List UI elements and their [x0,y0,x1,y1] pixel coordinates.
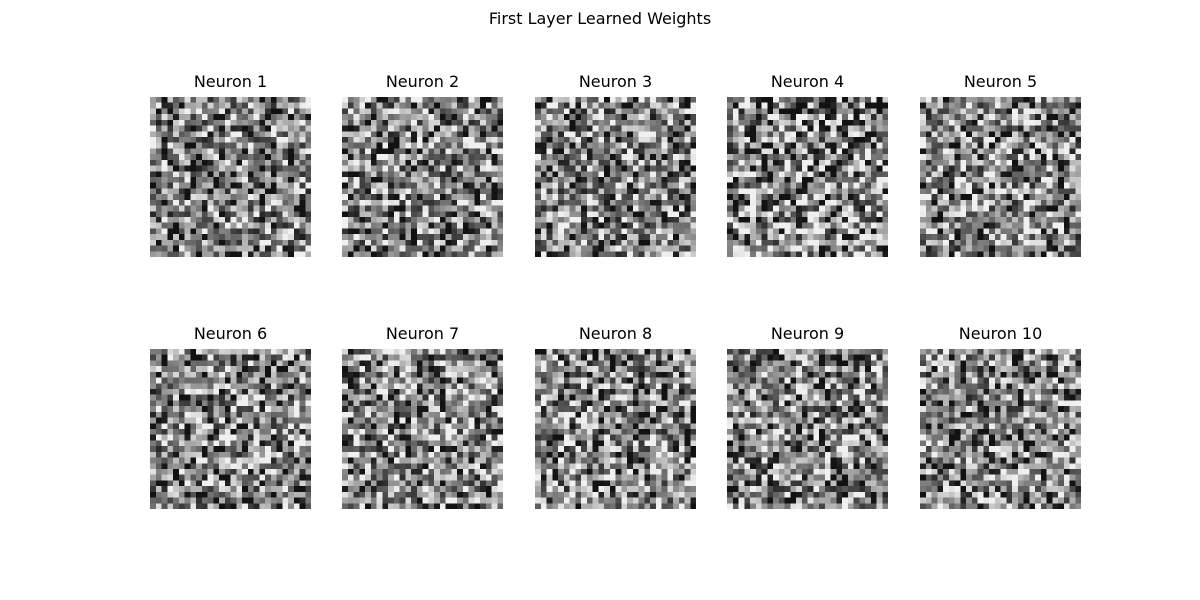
neuron-weight-image [342,97,503,257]
figure-title: First Layer Learned Weights [488,9,712,28]
neuron-title: Neuron 2 [385,72,460,91]
neuron-weight-image [535,97,696,257]
neuron-title: Neuron 1 [193,72,268,91]
neuron-title: Neuron 3 [578,72,653,91]
neuron-weight-image [150,97,311,257]
neuron-title: Neuron 6 [193,324,268,343]
neuron-weight-image [342,349,503,509]
neuron-weight-image [727,97,888,257]
neuron-title: Neuron 8 [578,324,653,343]
neuron-weight-image [920,97,1081,257]
neuron-title: Neuron 5 [963,72,1038,91]
neuron-title: Neuron 10 [958,324,1043,343]
neuron-title: Neuron 4 [770,72,845,91]
neuron-title: Neuron 9 [770,324,845,343]
neuron-weight-image [150,349,311,509]
neuron-weight-image [727,349,888,509]
neuron-weight-image [920,349,1081,509]
neuron-title: Neuron 7 [385,324,460,343]
neuron-weight-image [535,349,696,509]
